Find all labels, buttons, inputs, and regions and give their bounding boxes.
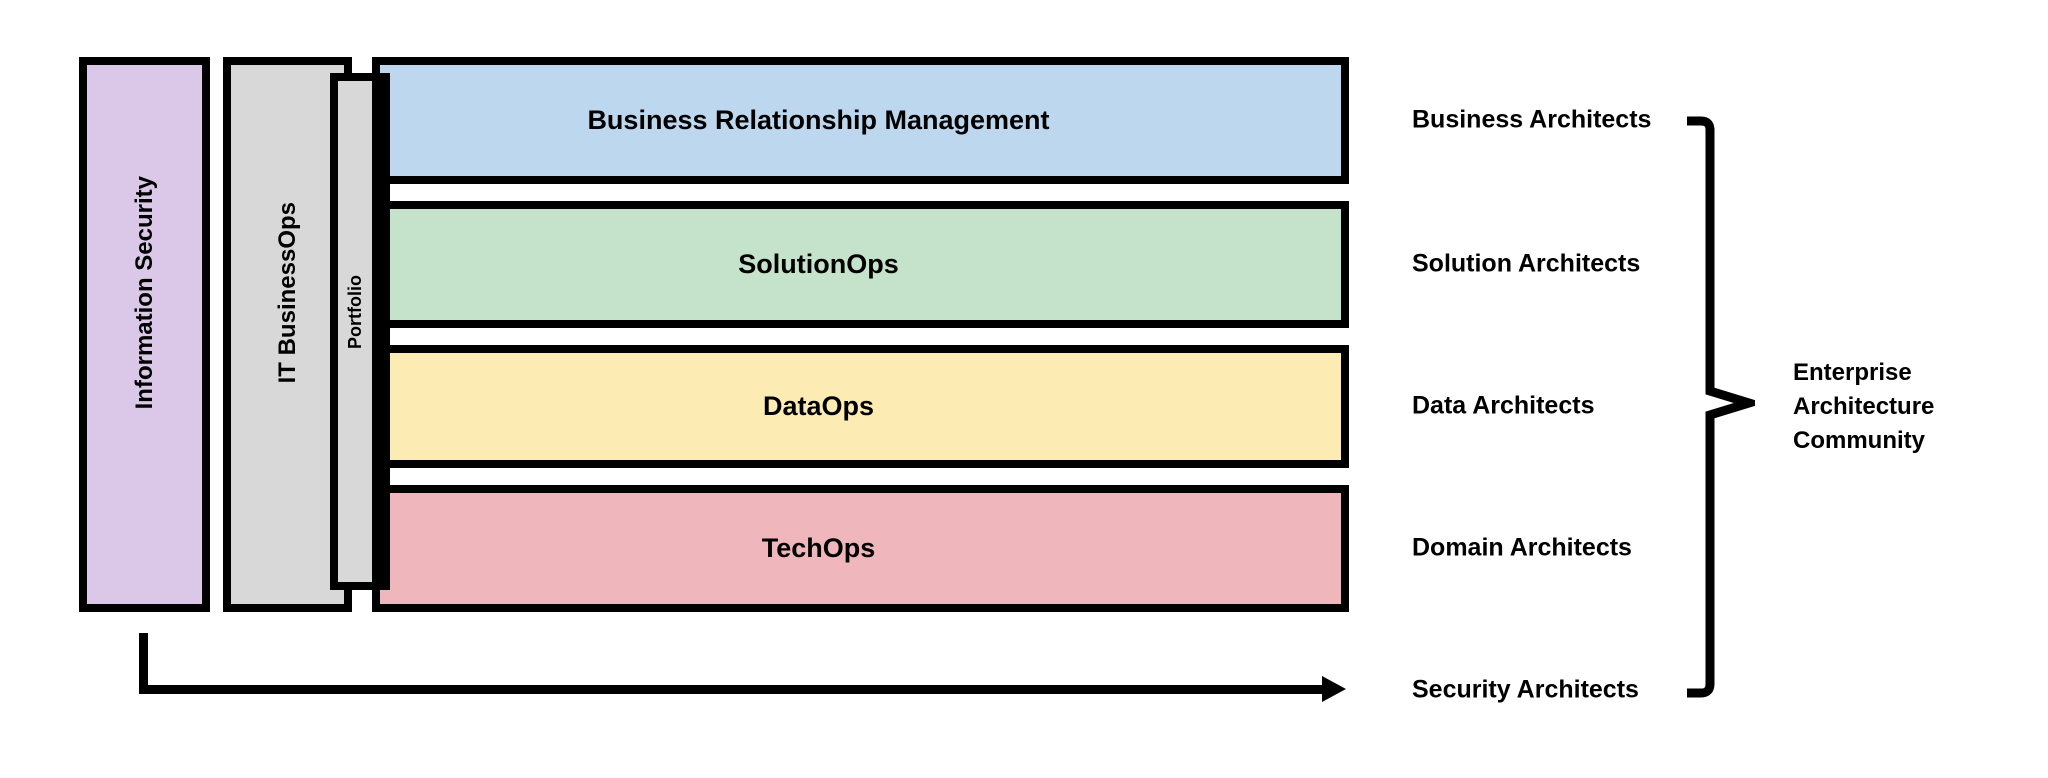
- business-relationship-management-label: Business Relationship Management: [587, 105, 1050, 135]
- dataops-label: DataOps: [762, 391, 875, 421]
- data-architects-label: Data Architects: [1412, 391, 1595, 420]
- business-relationship-management-bar: Business Relationship Management: [372, 57, 1349, 184]
- community-line-3: Community: [1793, 427, 1925, 454]
- domain-architects-label: Domain Architects: [1412, 533, 1632, 562]
- enterprise-architecture-community-label: Enterprise Architecture Community: [1793, 356, 1934, 458]
- information-security-bar: Information Security: [79, 57, 210, 612]
- solutionops-label: SolutionOps: [738, 249, 899, 279]
- community-line-1: Enterprise: [1793, 359, 1912, 386]
- dataops-bar: DataOps: [372, 345, 1349, 468]
- community-line-2: Architecture: [1793, 393, 1935, 420]
- security-flow-arrowhead-icon: [1322, 676, 1346, 702]
- solution-architects-label: Solution Architects: [1412, 249, 1641, 278]
- portfolio-bar: Portfolio: [330, 73, 390, 590]
- security-architects-label: Security Architects: [1412, 675, 1639, 704]
- security-flow-arrow-shaft: [139, 685, 1323, 694]
- techops-label: TechOps: [761, 533, 876, 563]
- security-flow-arrow-vertical: [139, 633, 148, 693]
- it-businessops-label: IT BusinessOps: [273, 201, 301, 384]
- information-security-label: Information Security: [130, 175, 158, 410]
- portfolio-label: Portfolio: [344, 274, 365, 349]
- solutionops-bar: SolutionOps: [372, 201, 1349, 328]
- techops-bar: TechOps: [372, 485, 1349, 612]
- business-architects-label: Business Architects: [1412, 105, 1652, 134]
- community-brace-icon: [1687, 116, 1755, 698]
